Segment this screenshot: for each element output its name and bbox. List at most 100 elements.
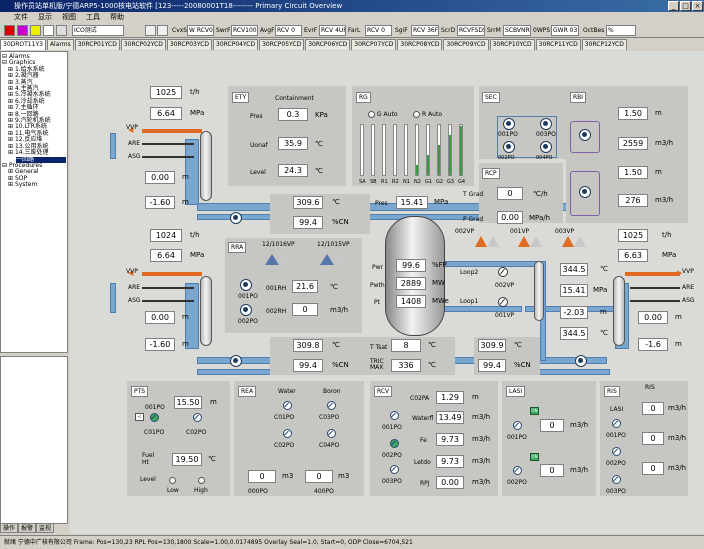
steam-generator-2[interactable] xyxy=(200,276,212,346)
tb-field-10[interactable]: % xyxy=(606,25,636,36)
tree-item[interactable]: ⊞ 2.凝汽器 xyxy=(8,72,39,80)
pump-icon[interactable] xyxy=(498,267,508,277)
pts-tag[interactable]: PTS xyxy=(131,386,149,397)
menu-help[interactable]: 帮助 xyxy=(110,13,124,21)
tree-item[interactable]: ⊞ 13.公用系统 xyxy=(8,142,49,150)
valve-icon[interactable] xyxy=(513,421,522,430)
tree-item[interactable]: ⊞ 3.蒸汽 xyxy=(8,78,33,86)
high-radio[interactable] xyxy=(198,477,205,484)
valve-icon[interactable] xyxy=(283,429,292,438)
scenario-combo[interactable]: ICO测试 xyxy=(72,25,124,36)
valve-icon[interactable] xyxy=(612,475,621,484)
tab-page[interactable]: 30RCP01YCD xyxy=(74,39,120,50)
reactor-coolant-pump-icon[interactable] xyxy=(575,355,587,367)
relief-valve-icon[interactable] xyxy=(562,236,574,247)
tab-page[interactable]: 30RCP10YCD xyxy=(489,39,535,50)
rbi-tag[interactable]: RBI xyxy=(570,92,587,103)
tree-item[interactable]: ⊞ 1.给水系统 xyxy=(8,65,45,73)
tree-item[interactable]: ⊞ 12.反应堆 xyxy=(8,136,43,144)
valve-icon[interactable] xyxy=(612,447,621,456)
relief-valve-icon[interactable] xyxy=(530,236,542,247)
menu-display[interactable]: 显示 xyxy=(38,13,52,21)
pressurizer[interactable] xyxy=(534,261,544,321)
tree-item[interactable]: ⊞ 6.冷却系统 xyxy=(8,97,45,105)
low-radio[interactable] xyxy=(169,477,176,484)
pump-icon[interactable] xyxy=(503,141,515,153)
tab-monitor[interactable]: 监视 xyxy=(36,523,55,533)
record-icon[interactable] xyxy=(17,25,28,36)
pump-icon[interactable] xyxy=(498,297,508,307)
tree-item[interactable]: ⊞ 14.三废处理 xyxy=(8,149,49,157)
rg-rauto-radio[interactable] xyxy=(413,111,420,118)
menu-view[interactable]: 视图 xyxy=(62,13,76,21)
rg-auto-radio[interactable] xyxy=(368,111,375,118)
tree-item[interactable]: ⊞ 8.一回路 xyxy=(8,110,39,118)
tb-field-9[interactable]: GWR 03 xyxy=(551,25,579,36)
tb-field-6[interactable]: RCV 36F6 xyxy=(411,25,439,36)
tab-page[interactable]: 30RCP07YCD xyxy=(351,39,397,50)
close-button[interactable]: × xyxy=(692,1,703,11)
lasi-tag[interactable]: LASI xyxy=(506,386,526,397)
rea-tag[interactable]: REA xyxy=(238,386,257,397)
valve-icon[interactable] xyxy=(390,465,399,474)
valve-icon[interactable] xyxy=(390,439,399,448)
tb-field-8[interactable]: SCBVNRR xyxy=(503,25,531,36)
reactor-vessel[interactable] xyxy=(385,216,445,336)
steam-generator-3[interactable] xyxy=(613,276,625,346)
tree-item[interactable]: ⊞ 4.主蒸汽 xyxy=(8,85,39,93)
menu-file[interactable]: 文件 xyxy=(14,13,28,21)
valve-icon[interactable] xyxy=(193,413,202,422)
tree-item[interactable]: ⊞ System xyxy=(8,181,38,189)
valve-icon[interactable] xyxy=(150,413,159,422)
tab-page[interactable]: 30RCP08YCD xyxy=(397,39,443,50)
page-icon[interactable] xyxy=(43,25,54,36)
valve-icon[interactable] xyxy=(320,254,334,265)
tree-item-selected[interactable]: 一回路 xyxy=(16,156,66,163)
rra-tag[interactable]: RRA xyxy=(228,242,247,253)
tree-item[interactable]: ⊟ Alarms xyxy=(2,53,30,60)
tab-page[interactable]: 30RCP12YCD xyxy=(581,39,627,50)
tab-alarm[interactable]: 报警 xyxy=(18,523,37,533)
tree-item[interactable]: ⊞ 7.主循环 xyxy=(8,104,39,112)
valve-icon[interactable] xyxy=(612,419,621,428)
warning-icon[interactable] xyxy=(30,25,41,36)
relief-valve-icon[interactable] xyxy=(574,236,586,247)
tb-field-4[interactable]: RCV 4UFC xyxy=(319,25,346,36)
zoom-in-icon[interactable] xyxy=(145,25,156,36)
pts-select-button[interactable]: < xyxy=(135,413,144,421)
tb-field-5[interactable]: RCV 0 xyxy=(365,25,392,36)
tb-field-1[interactable]: W RCV03 xyxy=(187,25,214,36)
tb-field-7[interactable]: RCVFSDS xyxy=(457,25,485,36)
tree-item[interactable]: ⊞ 10.LTR系统 xyxy=(8,123,47,131)
tab-page[interactable]: 30DROT11Y3 xyxy=(0,39,46,50)
valve-icon[interactable] xyxy=(390,411,399,420)
valve-icon[interactable] xyxy=(513,466,522,475)
relief-valve-icon[interactable] xyxy=(518,236,530,247)
pump-icon[interactable] xyxy=(540,141,552,153)
tab-page[interactable]: 30RCP06YCD xyxy=(305,39,351,50)
stop-icon[interactable] xyxy=(4,25,15,36)
tb-field-2[interactable]: RCV100 xyxy=(231,25,258,36)
pump-icon[interactable] xyxy=(240,279,252,291)
rg-tag[interactable]: RG xyxy=(356,92,371,103)
valve-icon[interactable] xyxy=(283,401,292,410)
reactor-coolant-pump-icon[interactable] xyxy=(230,212,242,224)
steam-generator-1[interactable] xyxy=(200,131,212,201)
tab-page[interactable]: Alarms xyxy=(46,39,74,50)
reactor-coolant-pump-icon[interactable] xyxy=(230,355,242,367)
tree-item[interactable]: ⊞ SOP xyxy=(8,174,28,182)
tree-item[interactable]: ⊞ 5.冷凝水系统 xyxy=(8,91,51,99)
tree-item[interactable]: ⊞ General xyxy=(8,168,39,176)
pump-icon[interactable] xyxy=(540,118,552,130)
tab-operate[interactable]: 操作 xyxy=(0,523,19,533)
tree-item[interactable]: ⊞ 11.电气系统 xyxy=(8,129,49,137)
rcp-tag[interactable]: RCP xyxy=(482,168,500,179)
tb-field-3[interactable]: RCV 0 xyxy=(275,25,302,36)
tree-item[interactable]: ⊟ Procedures xyxy=(2,161,43,169)
valve-icon[interactable] xyxy=(280,254,292,265)
tree-item[interactable]: ⊟ Graphics xyxy=(2,59,36,67)
relief-valve-icon[interactable] xyxy=(487,236,499,247)
pump-icon[interactable] xyxy=(579,129,591,141)
valve-icon[interactable] xyxy=(327,401,336,410)
ety-tag[interactable]: ETY xyxy=(232,92,250,103)
